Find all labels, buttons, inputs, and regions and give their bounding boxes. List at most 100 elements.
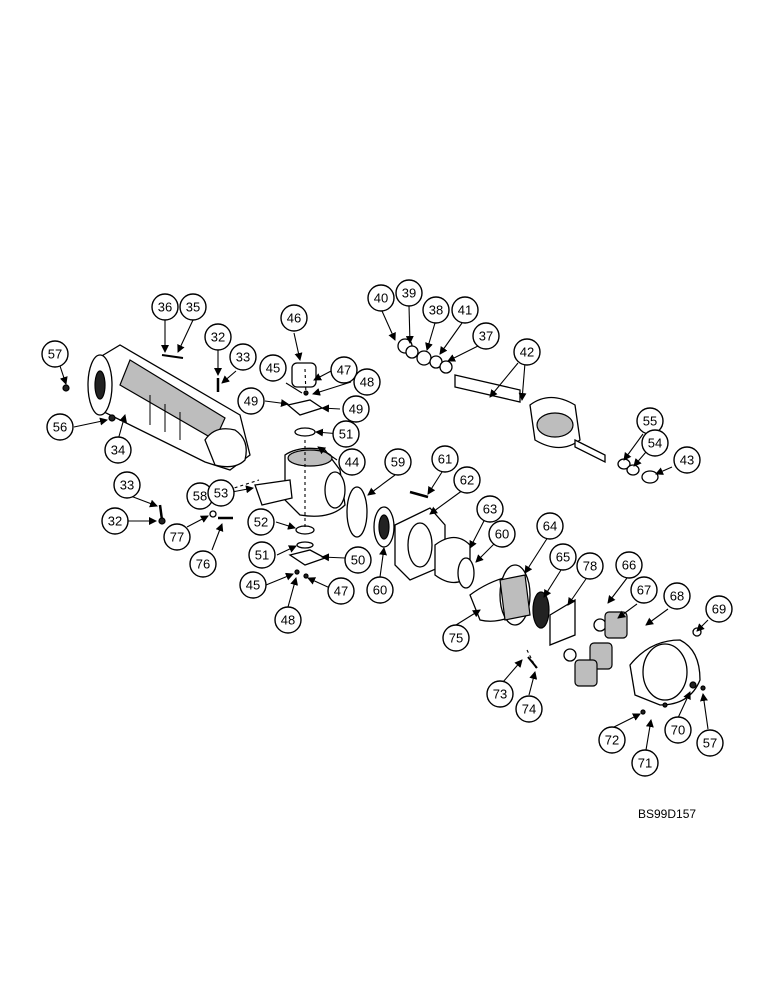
callout-number: 58 [193,489,207,504]
callout-66: 66 [615,551,643,579]
callout-number: 52 [254,515,268,530]
callout-33: 33 [229,343,257,371]
callout-number: 71 [638,756,652,771]
callout-number: 56 [53,420,67,435]
callout-number: 69 [712,602,726,617]
seal-and-bearing-stack [346,486,576,646]
callout-45: 45 [259,354,287,382]
callout-number: 54 [648,436,662,451]
callout-33: 33 [113,471,141,499]
callout-60: 60 [366,576,394,604]
callout-61: 61 [431,445,459,473]
axle-housing [87,344,251,471]
callout-63: 63 [476,495,504,523]
planetary-hub [563,611,706,706]
callout-34: 34 [104,436,132,464]
callout-42: 42 [513,338,541,366]
callout-40: 40 [367,284,395,312]
kingpin-upper-parts [286,362,324,437]
callout-number: 38 [429,303,443,318]
callout-number: 73 [493,687,507,702]
callout-number: 64 [543,519,557,534]
callout-number: 39 [402,286,416,301]
callout-number: 47 [337,363,351,378]
callout-78: 78 [576,552,604,580]
leader-lines [59,305,709,751]
callout-number: 70 [671,723,685,738]
callout-number: 65 [556,550,570,565]
callout-number: 60 [495,527,509,542]
callout-number: 63 [483,502,497,517]
callout-number: 55 [643,414,657,429]
callout-number: 34 [111,443,125,458]
callout-number: 62 [460,473,474,488]
callout-65: 65 [549,543,577,571]
callout-51: 51 [248,541,276,569]
callout-number: 67 [637,583,651,598]
callout-number: 43 [680,453,694,468]
callout-73: 73 [486,680,514,708]
callout-number: 60 [373,583,387,598]
callout-number: 47 [334,584,348,599]
callout-55: 55 [636,407,664,435]
callout-76: 76 [189,550,217,578]
callout-50: 50 [344,546,372,574]
callout-75: 75 [442,624,470,652]
callout-number: 50 [351,553,365,568]
callout-37: 37 [472,322,500,350]
callout-number: 51 [339,427,353,442]
callout-number: 61 [438,452,452,467]
callout-36: 36 [151,293,179,321]
callout-41: 41 [451,296,479,324]
callout-number: 48 [360,375,374,390]
callout-number: 49 [244,394,258,409]
callout-47: 47 [330,356,358,384]
axle-shaft [397,338,659,484]
callout-58: 58 [186,482,214,510]
callout-number: 66 [622,558,636,573]
callout-48: 48 [353,368,381,396]
callout-39: 39 [395,279,423,307]
callout-number: 32 [108,514,122,529]
callout-number: 75 [449,631,463,646]
callout-number: 78 [583,559,597,574]
callout-number: 46 [287,311,301,326]
callout-62: 62 [453,466,481,494]
callout-47: 47 [327,577,355,605]
callout-number: 49 [349,402,363,417]
callout-49: 49 [237,387,265,415]
callout-number: 33 [120,478,134,493]
callout-49: 49 [342,395,370,423]
callout-72: 72 [598,726,626,754]
callout-number: 48 [281,613,295,628]
callout-43: 43 [673,446,701,474]
callout-38: 38 [422,296,450,324]
callout-44: 44 [338,448,366,476]
callout-52: 52 [247,508,275,536]
callout-77: 77 [163,523,191,551]
callout-57: 57 [696,729,724,757]
callout-68: 68 [663,582,691,610]
callout-number: 51 [255,548,269,563]
callout-number: 57 [703,736,717,751]
callout-number: 41 [458,303,472,318]
kingpin-lower-parts [288,525,327,579]
callout-57: 57 [41,340,69,368]
callout-56: 56 [46,413,74,441]
callout-number: 37 [479,329,493,344]
callout-number: 33 [236,350,250,365]
callout-64: 64 [536,512,564,540]
callout-48: 48 [274,606,302,634]
callout-number: 45 [266,361,280,376]
callout-67: 67 [630,576,658,604]
callout-32: 32 [101,507,129,535]
callout-number: 32 [211,330,225,345]
callout-number: 36 [158,300,172,315]
callout-number: 53 [214,486,228,501]
callout-number: 57 [48,347,62,362]
callout-53: 53 [207,479,235,507]
callout-71: 71 [631,749,659,777]
callout-number: 77 [170,530,184,545]
callout-32: 32 [204,323,232,351]
